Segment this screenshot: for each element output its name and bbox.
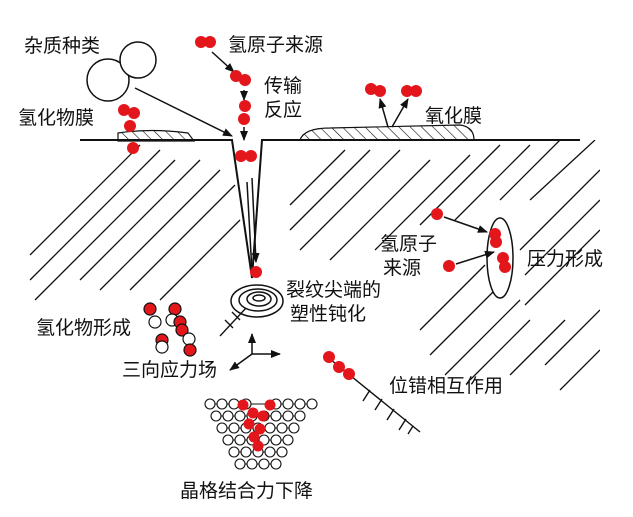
lattice-metal-atom: [306, 398, 318, 410]
lattice-metal-atom: [204, 398, 216, 410]
lattice-metal-atom: [270, 458, 282, 470]
impurity-molecule-icon: [119, 41, 157, 79]
label-dislocation-interaction: 位错相互作用: [389, 375, 503, 397]
label-oxide-film: 氧化膜: [425, 105, 482, 127]
lattice-metal-atom: [270, 410, 282, 422]
lattice-metal-atom: [210, 410, 222, 422]
lattice-metal-atom: [282, 434, 294, 446]
lattice-metal-atom: [294, 398, 306, 410]
lattice-metal-atom: [234, 410, 246, 422]
lattice-metal-atom: [282, 410, 294, 422]
label-lattice-bond-decrease: 晶格结合力下降: [180, 480, 313, 502]
lattice-metal-atom: [228, 422, 240, 434]
lattice-metal-atom: [234, 458, 246, 470]
lattice-metal-atom: [246, 458, 258, 470]
lattice-metal-atom: [228, 398, 240, 410]
hydrogen-atom-icon: [238, 113, 250, 125]
hydrogen-transport-arrow: [251, 177, 260, 263]
lattice-hydrogen-atom: [248, 431, 260, 443]
label-impurity-species: 杂质种类: [24, 35, 100, 57]
hydrogen-atom-icon: [250, 266, 262, 278]
hydrogen-molecule-icon: [195, 36, 216, 48]
label-crack-tip-2: 塑性钝化: [290, 303, 366, 325]
oxide-desorption-arrow: [391, 98, 409, 128]
hydrogen-molecule-icon: [230, 70, 251, 86]
lattice-metal-atom: [222, 434, 234, 446]
hydride-film-hydrogen-icon: [118, 104, 140, 154]
crack-center-line: [246, 181, 253, 273]
lattice-metal-atom: [228, 446, 240, 458]
hydrogen-diffusion-arrow: [455, 250, 495, 265]
lattice-metal-atom: [288, 422, 300, 434]
lattice-hydrogen-atom: [252, 440, 264, 452]
oxide-hydrogen-molecule-icon: [365, 83, 422, 97]
hydrogen-transport-arrow: [211, 51, 235, 73]
hydride-film-layer: [117, 129, 196, 142]
hydride-cluster-icon: [143, 302, 197, 357]
label-pressure-formation: 压力形成: [527, 248, 603, 270]
lattice-metal-atom: [234, 434, 246, 446]
lattice-metal-atom: [216, 398, 228, 410]
hydrogen-atom-icon: [443, 260, 455, 272]
crystal-lattice-icon: [204, 398, 318, 470]
label-crack-tip-1: 裂纹尖端的: [286, 279, 381, 301]
label-hydrogen-source-1: 氢原子: [380, 233, 437, 255]
label-hydride-film: 氢化物膜: [18, 107, 94, 129]
label-hydrogen-source-2: 来源: [383, 257, 421, 279]
lattice-metal-atom: [264, 446, 276, 458]
lattice-hydrogen-atom: [254, 423, 266, 435]
metal-bulk-hatching: [29, 140, 600, 391]
label-hydrogen-atom-source: 氢原子来源: [228, 34, 323, 56]
label-hydride-formation: 氢化物形成: [36, 317, 131, 339]
crack-tip-plastic-zone-icon: [230, 284, 284, 318]
lattice-metal-atom: [240, 446, 252, 458]
hydrogen-atom-icon: [431, 208, 443, 220]
lattice-metal-atom: [276, 446, 288, 458]
oxide-film-layer: [299, 124, 475, 141]
lattice-metal-atom: [258, 458, 270, 470]
label-transport: 传输: [264, 75, 302, 97]
hydrogen-diffusion-arrow: [443, 216, 488, 233]
lattice-metal-atom: [276, 422, 288, 434]
lattice-metal-atom: [222, 410, 234, 422]
lattice-hydrogen-atom: [243, 418, 255, 430]
lattice-hydrogen-atom: [264, 399, 276, 411]
lattice-hydrogen-atom: [237, 399, 249, 411]
triaxial-stress-axes-icon: [229, 333, 281, 371]
hydrogen-molecule-icon: [235, 150, 257, 162]
oxide-desorption-arrow: [378, 98, 389, 128]
dislocation-hydrogen-icon: [323, 351, 355, 380]
impurity-molecule-icon: [86, 58, 130, 102]
label-triaxial-stress-field: 三向应力场: [122, 359, 217, 381]
crack-tip-dislocation-marks: [219, 307, 247, 337]
lattice-hydrogen-atom: [257, 410, 269, 422]
lattice-metal-atom: [264, 422, 276, 434]
lattice-hydrogen-atom: [247, 407, 259, 419]
trapped-hydrogen-icon: [489, 228, 511, 273]
lattice-metal-atom: [270, 434, 282, 446]
label-reaction: 反应: [264, 99, 302, 121]
lattice-metal-atom: [216, 422, 228, 434]
lattice-metal-atom: [294, 410, 306, 422]
lattice-metal-atom: [282, 398, 294, 410]
impurity-arrow: [134, 87, 233, 137]
hydrogen-atom-icon: [239, 100, 251, 112]
